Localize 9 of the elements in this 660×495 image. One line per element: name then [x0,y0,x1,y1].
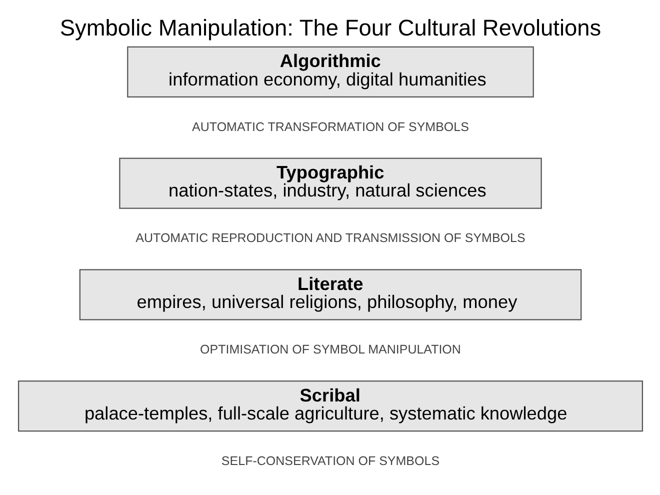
node-label: OPTIMISATION OF SYMBOL MANIPULATION [200,342,460,357]
node-box: Literate empires, universal religions, philosophy, money [78,269,582,320]
diagram-title: Symbolic Manipulation: The Four Cultural Revolutions [59,14,601,41]
node-label: AUTOMATIC REPRODUCTION AND TRANSMISSION OF SYMBOLS [135,231,525,246]
node-box: Algorithmic information economy, digital humanities [126,46,534,98]
node-box: Typographic nation-states, industry, natural sciences [118,158,542,209]
node-box: Scribal palace-temples, full-scale agriculture, systematic knowledge [17,380,643,432]
node-label: SELF-CONSERVATION OF SYMBOLS [220,454,440,468]
node-label: AUTOMATIC TRANSFORMATION OF SYMBOLS [192,120,468,134]
